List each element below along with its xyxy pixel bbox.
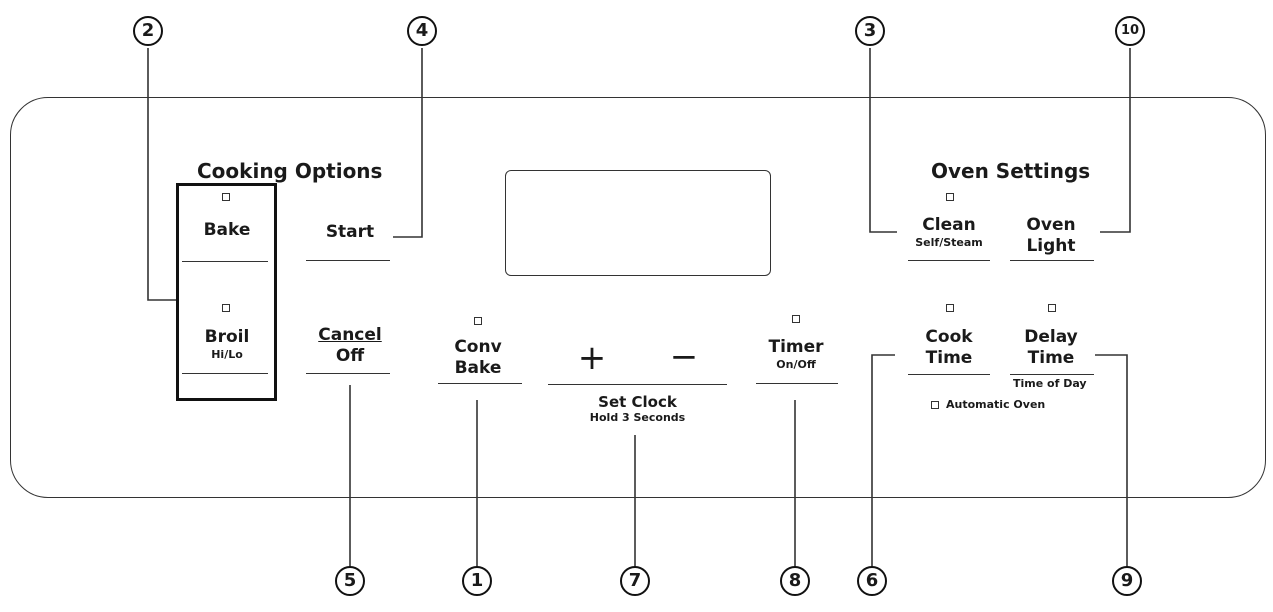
timer-indicator bbox=[792, 315, 800, 323]
bake-button[interactable]: Bake bbox=[182, 220, 272, 241]
callout-5: 5 bbox=[335, 566, 365, 596]
cook-time-label: Cook Time bbox=[925, 327, 973, 368]
leader-2 bbox=[147, 48, 176, 301]
cancel-underline bbox=[306, 373, 390, 374]
callout-8: 8 bbox=[780, 566, 810, 596]
bake-broil-highlight bbox=[176, 183, 277, 401]
minus-button[interactable]: − bbox=[669, 337, 699, 377]
callout-9: 9 bbox=[1112, 566, 1142, 596]
broil-underline bbox=[182, 373, 268, 374]
timer-underline bbox=[756, 383, 838, 384]
conv-bake-underline bbox=[438, 383, 522, 384]
leader-10 bbox=[1100, 48, 1131, 233]
callout-7: 7 bbox=[620, 566, 650, 596]
conv-bake-button[interactable]: Conv Bake bbox=[432, 337, 524, 379]
timer-sub-label: On/Off bbox=[776, 358, 816, 371]
oven-settings-title: Oven Settings bbox=[931, 159, 1091, 183]
set-clock-sub-label: Hold 3 Seconds bbox=[589, 411, 686, 424]
plus-button[interactable]: + bbox=[577, 338, 607, 378]
callout-10: 10 bbox=[1115, 16, 1145, 46]
delay-time-label: Delay Time bbox=[1024, 327, 1078, 368]
start-underline bbox=[306, 260, 390, 261]
broil-sub-label: Hi/Lo bbox=[211, 348, 243, 361]
set-clock-underline bbox=[548, 384, 727, 385]
delay-time-underline bbox=[1010, 374, 1094, 375]
bake-underline bbox=[182, 261, 268, 262]
broil-button[interactable]: Broil Hi/Lo bbox=[182, 327, 272, 362]
cancel-label: Cancel bbox=[318, 325, 382, 345]
leader-4 bbox=[393, 48, 423, 238]
callout-3: 3 bbox=[855, 16, 885, 46]
broil-indicator bbox=[222, 304, 230, 312]
broil-label: Broil bbox=[204, 327, 250, 347]
leader-6 bbox=[871, 354, 895, 567]
set-clock-button[interactable]: Set Clock Hold 3 Seconds bbox=[548, 393, 727, 425]
callout-6: 6 bbox=[857, 566, 887, 596]
callout-1: 1 bbox=[462, 566, 492, 596]
cook-time-underline bbox=[908, 374, 990, 375]
conv-bake-label: Conv Bake bbox=[454, 337, 502, 378]
clean-label: Clean bbox=[922, 215, 976, 235]
cancel-off-button[interactable]: Cancel Off bbox=[305, 325, 395, 367]
off-label: Off bbox=[335, 346, 365, 366]
delay-time-indicator bbox=[1048, 304, 1056, 312]
display-window bbox=[505, 170, 771, 276]
start-button[interactable]: Start bbox=[305, 222, 395, 243]
clean-indicator bbox=[946, 193, 954, 201]
cook-time-indicator bbox=[946, 304, 954, 312]
automatic-oven-indicator bbox=[931, 401, 939, 409]
bake-indicator bbox=[222, 193, 230, 201]
cook-time-button[interactable]: Cook Time bbox=[903, 327, 995, 369]
oven-light-button[interactable]: Oven Light bbox=[1005, 215, 1097, 257]
clean-underline bbox=[908, 260, 990, 261]
callout-4: 4 bbox=[407, 16, 437, 46]
timer-button[interactable]: Timer On/Off bbox=[750, 337, 842, 372]
bake-label: Bake bbox=[203, 220, 251, 240]
oven-light-label: Oven Light bbox=[1026, 215, 1076, 256]
leader-3 bbox=[869, 48, 897, 233]
clean-button[interactable]: Clean Self/Steam bbox=[903, 215, 995, 250]
leader-9 bbox=[1095, 354, 1128, 567]
delay-time-button[interactable]: Delay Time bbox=[1005, 327, 1097, 369]
clean-sub-label: Self/Steam bbox=[915, 236, 983, 249]
control-panel bbox=[10, 97, 1266, 498]
timer-label: Timer bbox=[768, 337, 824, 357]
automatic-oven-label: Automatic Oven bbox=[946, 398, 1046, 411]
oven-light-underline bbox=[1010, 260, 1094, 261]
conv-bake-indicator bbox=[474, 317, 482, 325]
time-of-day-label: Time of Day bbox=[1013, 377, 1087, 390]
start-label: Start bbox=[325, 222, 375, 242]
cooking-options-title: Cooking Options bbox=[197, 159, 383, 183]
set-clock-label: Set Clock bbox=[598, 393, 677, 411]
callout-2: 2 bbox=[133, 16, 163, 46]
